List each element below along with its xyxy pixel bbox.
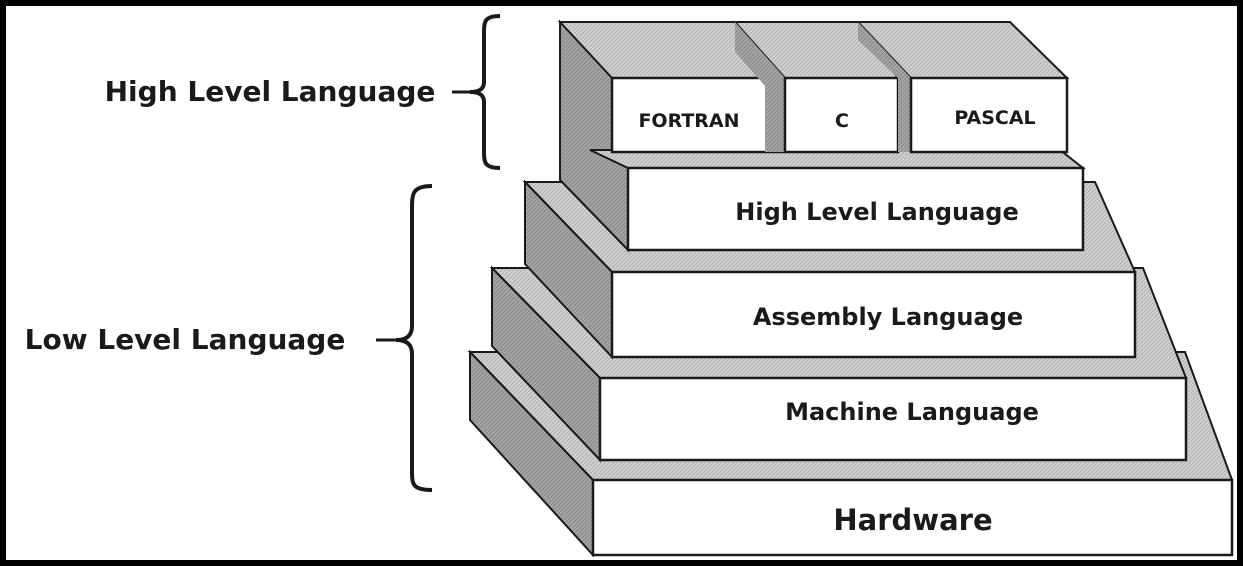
high-level-language-layer-label: High Level Language [735,198,1019,226]
high-level-front-face [626,166,1085,252]
high-level-side-label: High Level Language [105,75,436,108]
pascal-front-face [909,76,1069,154]
block-fortran: FORTRAN [557,21,788,154]
machine-language-label: Machine Language [785,398,1039,426]
fortran-front-face [610,76,787,154]
pascal-label: PASCAL [954,107,1035,129]
language-blocks: FORTRAN C PASCAL [557,21,1070,154]
c-front-face [783,76,900,154]
machine-front-face [598,376,1188,462]
hardware-label: Hardware [833,503,992,537]
pascal-side-face [858,22,911,152]
low-level-bracket-group: Low Level Language [25,184,433,492]
fortran-label: FORTRAN [638,110,739,132]
hardware-front-face [591,478,1234,557]
high-level-bracket-group: High Level Language [105,14,501,170]
c-label: C [835,110,849,132]
assembly-language-label: Assembly Language [753,303,1023,331]
assembly-front-face [610,270,1137,359]
block-c: C [732,21,900,154]
layer-high-level-language: High Level Language [559,19,1086,253]
block-pascal: PASCAL [855,21,1070,154]
c-side-face [735,22,785,152]
low-level-side-label: Low Level Language [25,323,346,356]
